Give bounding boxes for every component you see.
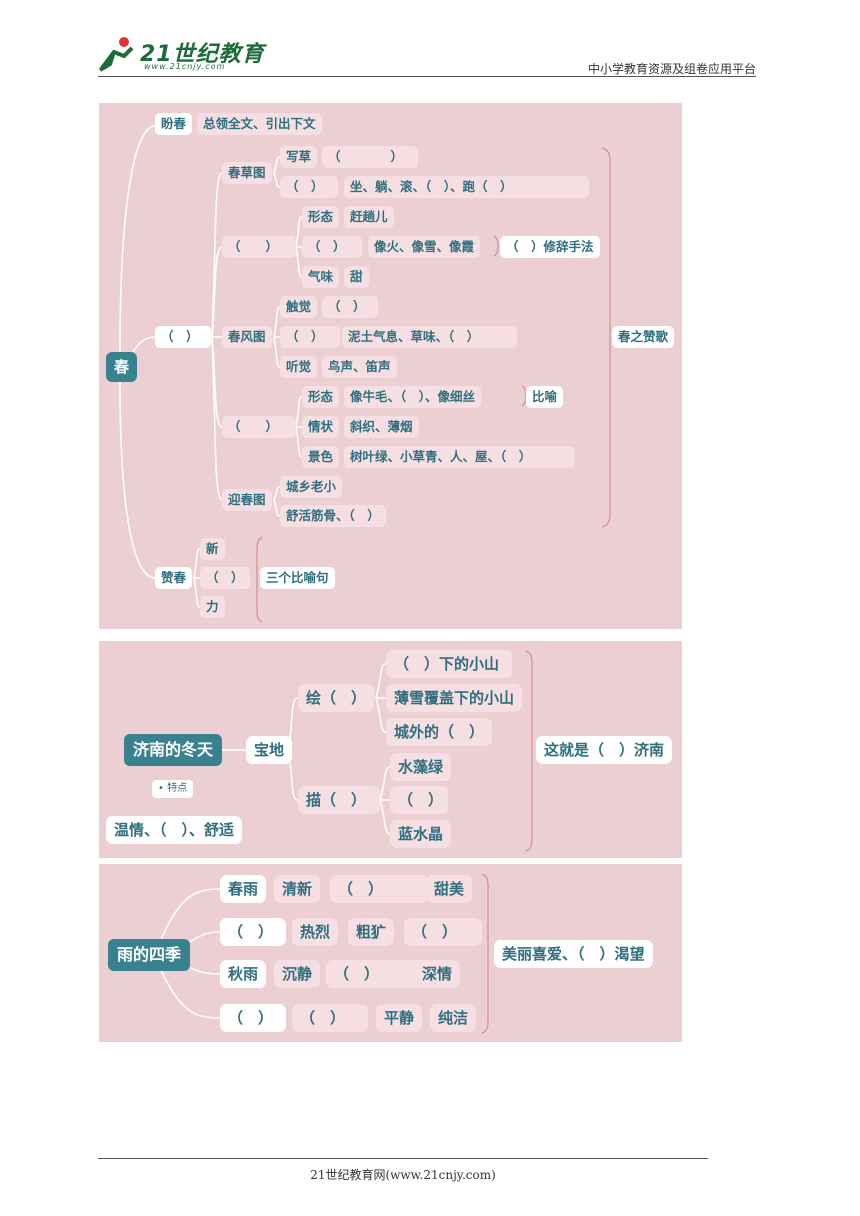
node-chengxiang: 城乡老小 bbox=[280, 476, 343, 498]
node-shuye: 树叶绿、小草青、人、屋、（ ） bbox=[344, 446, 575, 468]
node-niaosheng: 鸟声、笛声 bbox=[322, 356, 397, 378]
node-yu-summary: 美丽喜爱、（ ）渴望 bbox=[494, 940, 653, 968]
node-r3-c4: 深情 bbox=[414, 960, 461, 988]
node-hua-blank2: （ ） bbox=[302, 236, 362, 258]
node-yingchuntu: 迎春图 bbox=[222, 489, 272, 511]
node-r3-c2: 沉静 bbox=[274, 960, 321, 988]
node-r4-c4: 纯洁 bbox=[430, 1004, 477, 1032]
node-r1-c1: 春雨 bbox=[220, 875, 267, 903]
node-r4-c1: （ ） bbox=[220, 1004, 286, 1032]
node-r3-c3: （ ） bbox=[326, 960, 424, 988]
node-chunfengtu: 春风图 bbox=[222, 326, 272, 348]
node-xiecao-blank: （ ） bbox=[322, 146, 418, 168]
site-logo: 21世纪教育 www.21cnjy.com bbox=[96, 34, 266, 76]
node-blank-mid: （ ） bbox=[155, 326, 211, 348]
node-boxue: 薄雪覆盖下的小山 bbox=[386, 684, 523, 712]
logo-text: 21世纪教育 bbox=[140, 42, 265, 67]
node-xingtai2: 形态 bbox=[302, 386, 340, 408]
node-xiecao: 写草 bbox=[280, 146, 318, 168]
node-niumao: 像牛毛、（ ）、像细丝 bbox=[344, 386, 482, 408]
node-baodi: 宝地 bbox=[246, 736, 293, 764]
node-sange: 三个比喻句 bbox=[260, 567, 335, 589]
node-shuhuo: 舒活筋骨、（ ） bbox=[280, 505, 386, 527]
node-hua-blank: （ ） bbox=[222, 236, 296, 258]
node-qingzhuang: 情状 bbox=[302, 416, 340, 438]
node-xin: 新 bbox=[200, 538, 225, 560]
node-jingse: 景色 bbox=[302, 446, 340, 468]
node-lanshui: 蓝水晶 bbox=[390, 820, 452, 848]
node-r1-c2: 清新 bbox=[274, 875, 321, 903]
node-r2-c1: （ ） bbox=[220, 918, 286, 946]
node-tian: 甜 bbox=[344, 266, 369, 288]
node-tedian-tag: • 特点 bbox=[152, 780, 194, 798]
node-r3-c1: 秋雨 bbox=[220, 960, 267, 988]
logo-subtext: www.21cnjy.com bbox=[144, 62, 226, 71]
node-niqi: 泥土气息、草味、（ ） bbox=[342, 326, 517, 348]
node-xiuci: （ ）修辞手法 bbox=[500, 236, 600, 258]
node-r1-c3: （ ） bbox=[330, 875, 428, 903]
node-feng-blank: （ ） bbox=[280, 326, 340, 348]
node-ganqu: 赶趟儿 bbox=[344, 206, 394, 228]
node-qiwei: 气味 bbox=[302, 266, 340, 288]
node-caoact-blank: （ ） bbox=[280, 176, 338, 198]
node-yu-blank: （ ） bbox=[222, 416, 296, 438]
footer-text: 21世纪教育网(www.21cnjy.com) bbox=[310, 1168, 496, 1182]
node-r4-c3: 平静 bbox=[376, 1004, 423, 1032]
node-r1-c4: 甜美 bbox=[426, 875, 473, 903]
node-xianghuo: 像火、像雪、像霞 bbox=[368, 236, 481, 258]
node-zan-blank: （ ） bbox=[200, 567, 250, 589]
node-hui: 绘（ ） bbox=[298, 684, 374, 712]
node-chun-root: 春 bbox=[106, 352, 138, 382]
node-caoact: 坐、躺、滚、（ ）、跑（ ） bbox=[344, 176, 589, 198]
node-r2-c2: 热烈 bbox=[292, 918, 339, 946]
header-tagline: 中小学教育资源及组卷应用平台 bbox=[587, 62, 756, 76]
node-panchun-desc: 总领全文、引出下文 bbox=[197, 113, 322, 135]
node-xiezhi: 斜织、薄烟 bbox=[344, 416, 419, 438]
node-miao: 描（ ） bbox=[298, 786, 380, 814]
node-zhejiu: 这就是（ ）济南 bbox=[536, 736, 673, 764]
node-jinan-root: 济南的冬天 bbox=[124, 734, 223, 766]
node-zange: 春之赞歌 bbox=[612, 326, 675, 348]
footer-divider bbox=[98, 1158, 708, 1159]
node-r2-c3: 粗犷 bbox=[348, 918, 395, 946]
node-chuncaotu: 春草图 bbox=[222, 162, 272, 184]
node-biyu: 比喻 bbox=[526, 386, 564, 408]
node-li: 力 bbox=[200, 596, 225, 618]
node-panchun: 盼春 bbox=[155, 113, 193, 135]
node-yu-root: 雨的四季 bbox=[108, 939, 191, 971]
node-zanchun: 赞春 bbox=[155, 567, 193, 589]
header-divider bbox=[98, 76, 756, 77]
node-chujue: 触觉 bbox=[280, 296, 318, 318]
node-xingtai1: 形态 bbox=[302, 206, 340, 228]
node-wenqing: 温情、（ ）、舒适 bbox=[106, 816, 243, 844]
node-xiamian: （ ）下的小山 bbox=[386, 650, 512, 678]
node-r4-c2: （ ） bbox=[292, 1004, 368, 1032]
node-chengwai: 城外的（ ） bbox=[386, 718, 492, 746]
node-tingjue: 听觉 bbox=[280, 356, 318, 378]
node-blank-miao: （ ） bbox=[390, 786, 448, 814]
node-chujue-blank: （ ） bbox=[322, 296, 378, 318]
node-r2-c4: （ ） bbox=[404, 918, 482, 946]
node-shuizao: 水藻绿 bbox=[390, 753, 452, 781]
runner-logo-icon bbox=[98, 37, 134, 72]
